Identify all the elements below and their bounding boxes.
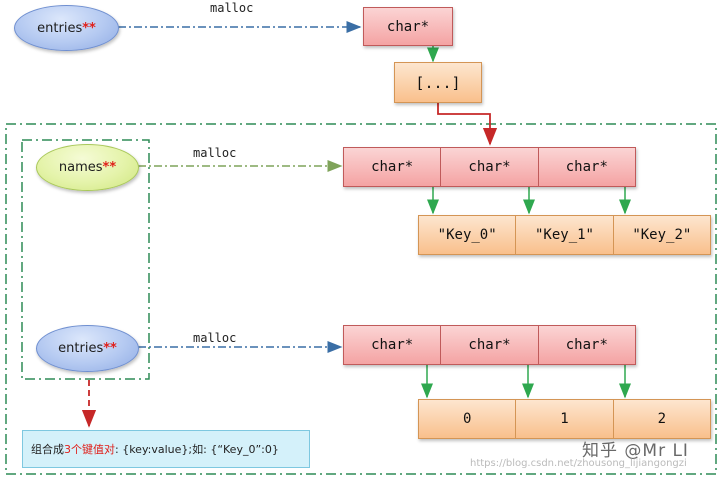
- inner-frame: [21, 139, 150, 380]
- names-stars: **: [102, 160, 117, 175]
- note-prefix: 组合成: [31, 443, 64, 456]
- entries-char-cell-2: char*: [537, 326, 635, 364]
- names-label: names: [58, 160, 103, 175]
- top-entries-ellipse: entries**: [14, 5, 119, 51]
- names-char-cell-1: char*: [440, 148, 537, 186]
- watermark-url: https://blog.csdn.net/zhousong_lijiangon…: [470, 458, 687, 469]
- value-cell-2: 2: [612, 400, 710, 438]
- names-malloc-label: malloc: [193, 146, 237, 160]
- entries-char-row: char* char* char*: [343, 325, 636, 365]
- key-cell-1: "Key_1": [515, 216, 612, 254]
- top-array-box: [...]: [394, 62, 482, 103]
- top-malloc-label: malloc: [210, 1, 254, 15]
- top-entries-stars: **: [82, 20, 96, 36]
- note-highlight: 3个键值对: [64, 443, 115, 456]
- names-char-cell-2: char*: [537, 148, 635, 186]
- note-suffix: : {key:value};如: {“Key_0”:0}: [115, 443, 279, 456]
- entries-ellipse: entries**: [36, 325, 139, 372]
- watermark: 知乎 @Mr LI: [582, 441, 689, 461]
- keys-row: "Key_0" "Key_1" "Key_2": [418, 215, 711, 255]
- array-to-names-arrow: [437, 102, 498, 146]
- values-row: 0 1 2: [418, 399, 711, 439]
- top-entries-label: entries: [37, 20, 83, 36]
- entries-stars: **: [103, 341, 117, 356]
- entries-malloc-label: malloc: [193, 331, 237, 345]
- entries-char-cell-1: char*: [440, 326, 537, 364]
- value-cell-1: 1: [515, 400, 612, 438]
- outer-frame: [5, 123, 717, 475]
- names-ellipse: names**: [36, 144, 139, 191]
- entries-label: entries: [58, 341, 104, 356]
- key-cell-0: "Key_0": [437, 227, 497, 243]
- entries-char-cell-0: char*: [371, 337, 414, 353]
- names-char-row: char* char* char*: [343, 147, 636, 187]
- names-char-cell-0: char*: [371, 159, 414, 175]
- value-cell-0: 0: [462, 411, 472, 427]
- top-char-box: char*: [363, 7, 453, 46]
- key-cell-2: "Key_2": [612, 216, 710, 254]
